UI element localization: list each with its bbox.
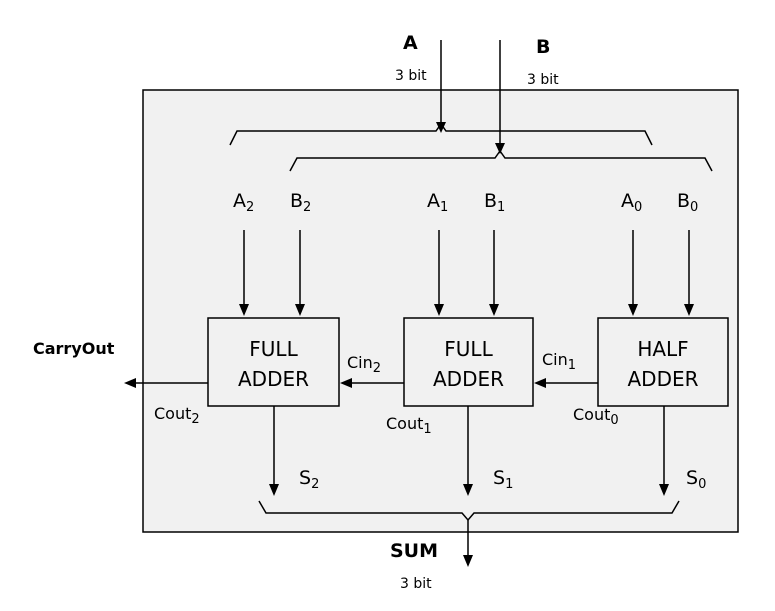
full-adder-1-line2: ADDER <box>433 367 504 391</box>
block2-sum-label: S2 <box>299 467 319 492</box>
full-adder-1-block <box>403 317 534 407</box>
half-adder-0-line1: HALF <box>637 337 688 361</box>
half-adder-0-line2: ADDER <box>627 367 698 391</box>
block0-cout-label: Cout0 <box>573 405 619 428</box>
carryout-label: CarryOut <box>33 339 115 358</box>
full-adder-1-line1: FULL <box>444 337 493 361</box>
block2-cout-label: Cout2 <box>154 404 200 427</box>
input-b-label: B <box>536 36 550 58</box>
block2-input-a-label: A2 <box>233 190 254 215</box>
block1-cin-label: Cin1 <box>542 350 576 373</box>
carry-0-to-1-arrowhead <box>534 378 546 388</box>
block2-cin-label: Cin2 <box>347 353 381 376</box>
block1-input-b-label: B1 <box>484 190 505 215</box>
block0-sum-label: S0 <box>686 467 706 492</box>
input-b-width: 3 bit <box>527 72 559 88</box>
block1-input-a-arrowhead <box>434 304 444 316</box>
sum-output-label: SUM <box>390 540 438 562</box>
block1-input-a-label: A1 <box>427 190 448 215</box>
block1-cout-label: Cout1 <box>386 414 432 437</box>
input-a-arrowhead <box>436 122 446 133</box>
block2-input-b-arrowhead <box>295 304 305 316</box>
block0-input-b-label: B0 <box>677 190 698 215</box>
block0-input-b-arrowhead <box>684 304 694 316</box>
full-adder-2-block <box>207 317 340 407</box>
block2-input-b-label: B2 <box>290 190 311 215</box>
block0-sum-arrowhead <box>659 484 669 496</box>
half-adder-0-block <box>597 317 729 407</box>
sum-output-width: 3 bit <box>400 576 432 592</box>
full-adder-2-line2: ADDER <box>238 367 309 391</box>
input-b-arrowhead <box>495 143 505 154</box>
bus-brace-b <box>289 149 713 172</box>
carryout-arrowhead <box>124 378 136 388</box>
input-a-width: 3 bit <box>395 68 427 84</box>
block0-input-a-label: A0 <box>621 190 642 215</box>
sum-output-arrowhead <box>463 555 473 567</box>
block1-sum-arrowhead <box>463 484 473 496</box>
carry-1-to-2-arrowhead <box>340 378 352 388</box>
bus-brace-a <box>229 122 653 146</box>
block0-input-a-arrowhead <box>628 304 638 316</box>
full-adder-2-line1: FULL <box>249 337 298 361</box>
input-a-label: A <box>403 32 418 54</box>
block2-sum-arrowhead <box>269 484 279 496</box>
block2-input-a-arrowhead <box>239 304 249 316</box>
block1-sum-label: S1 <box>493 467 513 492</box>
block1-input-b-arrowhead <box>489 304 499 316</box>
